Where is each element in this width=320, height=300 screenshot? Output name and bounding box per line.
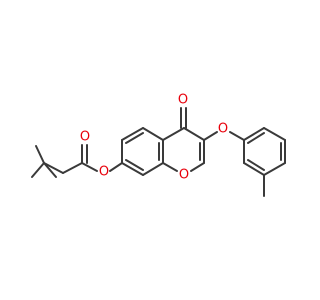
ether-oxygen-label: O [218, 122, 228, 137]
bond [43, 162, 64, 174]
bond-layer [31, 107, 286, 197]
bond [229, 131, 245, 141]
atom-labels: O O O O O [80, 93, 228, 183]
bond [142, 127, 164, 141]
bond [43, 162, 57, 178]
bond [243, 127, 265, 141]
bond [81, 162, 98, 172]
bond [125, 132, 144, 144]
ketone-oxygen-label: O [178, 93, 188, 108]
bond [109, 162, 123, 172]
bond [247, 159, 265, 171]
bond [243, 162, 265, 176]
bond [142, 162, 164, 176]
bond [125, 159, 144, 171]
bond [62, 162, 83, 174]
bond [190, 162, 205, 172]
bond [263, 162, 286, 176]
bond [121, 162, 144, 176]
bond [31, 162, 45, 178]
molecule-canvas: O O O O O [31, 93, 286, 197]
structure-diagram: O O O O O [31, 93, 286, 197]
bond [121, 127, 144, 141]
bond [203, 131, 218, 141]
ester-oxygen-label: O [99, 165, 109, 180]
bond [263, 127, 286, 141]
bond [183, 127, 205, 141]
bond [162, 162, 178, 172]
bond [35, 145, 45, 164]
bond [247, 132, 265, 144]
ring-oxygen-label: O [179, 168, 189, 183]
bond [162, 127, 185, 141]
ester-carbonyl-oxygen-label: O [80, 130, 90, 145]
